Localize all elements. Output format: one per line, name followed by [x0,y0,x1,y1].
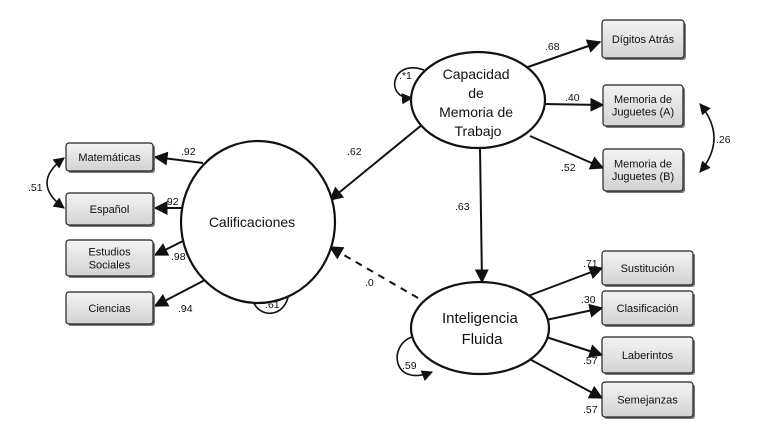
path-fluid-semejanzas [521,354,604,399]
wm-indicator-box-rect [602,84,684,127]
coef-ciencias: .94 [178,303,193,315]
fluid-indicator-box-label: Laberintos [622,350,674,362]
coef-sustitucion: .71 [583,258,598,270]
grade-indicator-box-rect [65,239,154,277]
correlation-juguetes-value: .26 [716,134,731,146]
fluid-indicator-box: Semejanzas [601,381,695,419]
fluid-indicator-box-label: Semejanzas [617,395,678,407]
coef-estudios: .98 [171,251,186,263]
correlation-juguetes [699,103,715,173]
path-fluid-clasificacion [545,303,604,321]
path-grades-estudios [153,239,186,256]
residual-wm: .*1 [399,70,412,82]
path-wm-juguetes-a [542,97,605,112]
coef-laberintos: .57 [583,355,598,367]
latent-label-fluid-intelligence: Inteligencia Fluida [442,310,522,348]
grade-indicator-box-label: Español [90,204,130,216]
grade-indicator-box-rect [65,192,154,226]
correlation-mat-esp-value: .51 [28,182,43,194]
grade-indicator-box-label: Matemáticas [78,152,141,164]
residual-grades: .61 [265,299,280,311]
coef-espanol: .92 [164,196,179,208]
fluid-indicator-box-label: Sustitución [621,263,675,275]
latent-fluid-intelligence [409,280,551,376]
path-wm-to-grades [328,123,424,201]
path-wm-to-fluid [474,147,489,284]
path-fluid-to-grades [328,246,419,299]
fluid-indicator-box-rect [601,336,694,374]
residual-loop-fluid [396,336,434,381]
path-wm-juguetes-b [529,135,605,170]
path-wm-digitos [524,39,602,69]
latent-label-working-memory: Capacidad de Memoria de Trabajo [439,66,517,139]
wm-indicator-box-rect [602,148,684,192]
grade-indicator-box: Matemáticas [65,142,155,173]
fluid-indicator-box: Clasificación [601,290,695,327]
grade-indicator-box: Español [65,192,155,227]
fluid-indicator-box-label: Clasificación [617,303,679,315]
grade-indicator-box-rect [65,291,154,325]
grade-indicator-box: Ciencias [65,291,155,326]
coef-fluid-to-grades: .0 [365,277,374,289]
coef-juguetes-a: .40 [565,92,580,104]
fluid-indicator-box-rect [601,290,694,326]
wm-indicator-box: Dígitos Atrás [601,19,686,60]
coef-juguetes-b: .52 [561,162,576,174]
coef-wm-to-fluid: .63 [455,201,470,213]
residual-loop-wm [393,67,425,105]
fluid-indicator-box-rect [601,381,694,418]
fluid-indicator-box-rect [601,250,694,286]
fluid-indicator-box: Sustitución [601,250,695,287]
latent-grades [179,139,337,305]
coef-wm-to-grades: .62 [347,146,362,158]
path-grades-ciencias [153,279,206,307]
fluid-indicator-box: Laberintos [601,336,695,375]
wm-indicator-box-label: Dígitos Atrás [612,34,675,46]
coef-clasificacion: .30 [581,294,596,306]
wm-indicator-box-rect [601,19,685,59]
path-grades-matematicas [153,151,204,166]
correlation-mat-esp [46,157,65,209]
latent-label-grades: Calificaciones [209,214,295,230]
coef-digitos: .68 [545,41,560,53]
residual-fluid: .59 [402,360,417,372]
path-fluid-sustitucion [527,265,604,297]
grade-indicator-box-label: Ciencias [88,303,131,315]
latent-working-memory [409,50,547,150]
coef-semejanzas: .57 [583,404,598,416]
path-fluid-laberintos [545,336,604,358]
grade-indicator-box-rect [65,142,154,172]
coef-matematicas: .92 [181,146,196,158]
